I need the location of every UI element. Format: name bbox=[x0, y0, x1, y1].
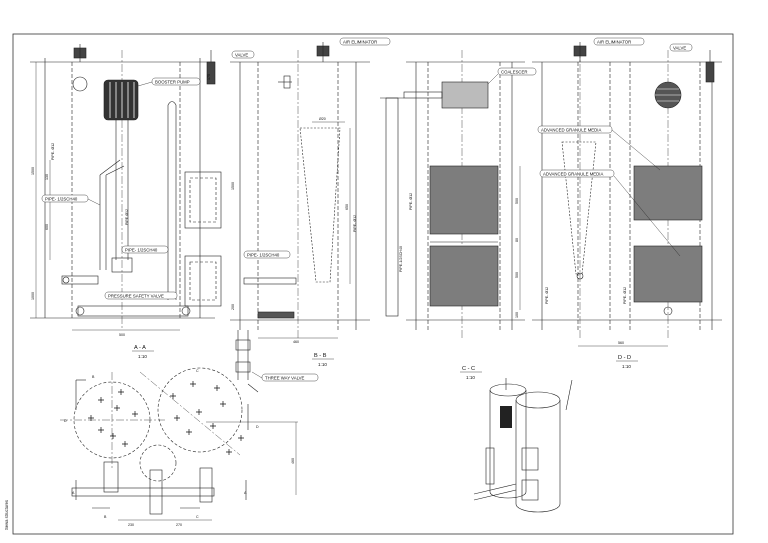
callout-valve-dd: VALVE bbox=[669, 43, 693, 52]
dim-bb-cone: Ø20 bbox=[319, 117, 326, 121]
booster-pump-body bbox=[103, 79, 139, 121]
section-cc-label: C - C bbox=[462, 366, 475, 372]
section-aa-label: A - A bbox=[134, 345, 146, 351]
dim-cc-pipe2: PIPE-1/2SCH40 bbox=[399, 246, 403, 272]
plan-dim-width1: 230 bbox=[128, 523, 134, 527]
svg-text:BOOSTER PUMP: BOOSTER PUMP bbox=[155, 80, 190, 85]
dim-dd-width: 560 bbox=[618, 341, 624, 345]
callout-air-eliminator-dd: AIR ELIMINATOR bbox=[593, 37, 645, 46]
section-dd-label: D - D bbox=[618, 355, 631, 361]
plan-marker-b-bottom: B bbox=[104, 515, 107, 519]
section-aa-view bbox=[30, 44, 216, 331]
svg-text:COALESCER: COALESCER bbox=[501, 70, 528, 75]
svg-text:ADVANCED GRANULE MEDIA: ADVANCED GRANULE MEDIA bbox=[543, 172, 603, 177]
section-bb-view bbox=[230, 42, 370, 393]
dim-dd-pipe-left: PIPE- Ø12 bbox=[545, 287, 549, 304]
plan-marker-b-top: B bbox=[92, 375, 95, 379]
svg-text:THREE WAY VALVE: THREE WAY VALVE bbox=[265, 376, 305, 381]
plan-bolts bbox=[88, 381, 244, 455]
dim-bb-half: 650 bbox=[345, 204, 349, 210]
plan-view bbox=[60, 367, 298, 521]
media-bed-cc-upper bbox=[429, 165, 499, 235]
svg-text:AIR ELIMINATOR: AIR ELIMINATOR bbox=[343, 40, 377, 45]
dim-cc-pipe: PIPE- Ø12 bbox=[409, 193, 413, 210]
dim-aa-upper: 1000 bbox=[31, 292, 35, 300]
dim-aa-bottom: 175 bbox=[207, 74, 211, 80]
dim-aa-mid: 600 bbox=[45, 224, 49, 230]
section-dd-scale: 1:10 bbox=[622, 364, 631, 369]
callout-pipe-half: PIPE- 1/2SCH40 bbox=[41, 194, 101, 206]
callout-air-eliminator-bb: AIR ELIMINATOR bbox=[339, 37, 391, 46]
callout-media-2: ADVANCED GRANULE MEDIA bbox=[539, 169, 681, 257]
dim-cc-d1: 500 bbox=[515, 198, 519, 204]
plan-dim-height: 460 bbox=[291, 458, 295, 464]
svg-text:AIR ELIMINATOR: AIR ELIMINATOR bbox=[597, 40, 631, 45]
callout-pressure-safety-valve: PRESSURE SAFETY VALVE bbox=[104, 291, 178, 300]
media-bed-dd-upper bbox=[633, 165, 703, 221]
plan-marker-a-right: A bbox=[244, 491, 247, 495]
callout-booster-pump: BOOSTER PUMP bbox=[137, 77, 201, 87]
dim-bb-width: 460 bbox=[293, 340, 299, 344]
sheet-border bbox=[12, 33, 734, 535]
dim-bb-low: 200 bbox=[231, 304, 235, 310]
media-bed-cc-lower bbox=[429, 245, 499, 307]
pipe-label-aa-vert: PIPE Ø12 bbox=[125, 209, 129, 225]
iso-booster-pump bbox=[500, 406, 512, 428]
callout-valve-aa: VALVE bbox=[231, 50, 255, 59]
callout-media-1: ADVANCED GRANULE MEDIA bbox=[537, 125, 661, 171]
callout-coalescer: COALESCER bbox=[487, 67, 537, 85]
dim-dd-pipe-right: PIPE- Ø12 bbox=[623, 287, 627, 304]
plan-marker-c-top: C bbox=[196, 369, 199, 373]
dim-cc-d4: 100 bbox=[515, 312, 519, 318]
callout-pipe-c: PIPE- 1/2SCH40 bbox=[121, 245, 169, 254]
dim-bb-height: 1500 bbox=[231, 182, 235, 190]
dim-cc-d2: 80 bbox=[515, 238, 519, 242]
section-cc-scale: 1:10 bbox=[466, 375, 475, 380]
plan-dim-width2: 270 bbox=[176, 523, 182, 527]
dim-aa-width: 500 bbox=[119, 333, 125, 337]
svg-text:ADVANCED GRANULE MEDIA: ADVANCED GRANULE MEDIA bbox=[541, 128, 601, 133]
svg-text:VALVE: VALVE bbox=[235, 53, 248, 58]
svg-text:PIPE- 1/2SCH40: PIPE- 1/2SCH40 bbox=[45, 197, 78, 202]
svg-text:VALVE: VALVE bbox=[673, 46, 686, 51]
section-bb-scale: 1:10 bbox=[318, 362, 327, 367]
plan-marker-a-left: A bbox=[72, 491, 75, 495]
callout-pipe-bb: PIPE- 1/2SCH40 bbox=[243, 250, 291, 259]
plan-marker-d-right: D bbox=[256, 425, 259, 429]
isometric-view bbox=[473, 378, 573, 513]
dim-aa-small: 130 bbox=[45, 174, 49, 180]
pipe-label-aa: PIPE- Ø12 bbox=[51, 143, 55, 160]
plan-marker-d-left: D bbox=[64, 419, 67, 423]
media-bed-dd-lower bbox=[633, 245, 703, 303]
section-bb-label: B - B bbox=[314, 353, 327, 359]
dim-cc-d3: 500 bbox=[515, 272, 519, 278]
section-aa-scale: 1:10 bbox=[138, 354, 147, 359]
dim-aa-height: 1500 bbox=[31, 167, 35, 175]
callout-three-way-valve: THREE WAY VALVE bbox=[251, 371, 319, 382]
svg-text:PIPE- 1/2SCH40: PIPE- 1/2SCH40 bbox=[125, 248, 158, 253]
side-box-top bbox=[184, 171, 222, 307]
side-note: Sewa structures bbox=[4, 500, 9, 530]
plan-marker-c-bottom: C bbox=[196, 515, 199, 519]
svg-text:PRESSURE SAFETY VALVE: PRESSURE SAFETY VALVE bbox=[108, 294, 164, 299]
dim-bb-pipe: PIPE- Ø12 bbox=[353, 215, 357, 232]
svg-text:PIPE- 1/2SCH40: PIPE- 1/2SCH40 bbox=[247, 253, 280, 258]
